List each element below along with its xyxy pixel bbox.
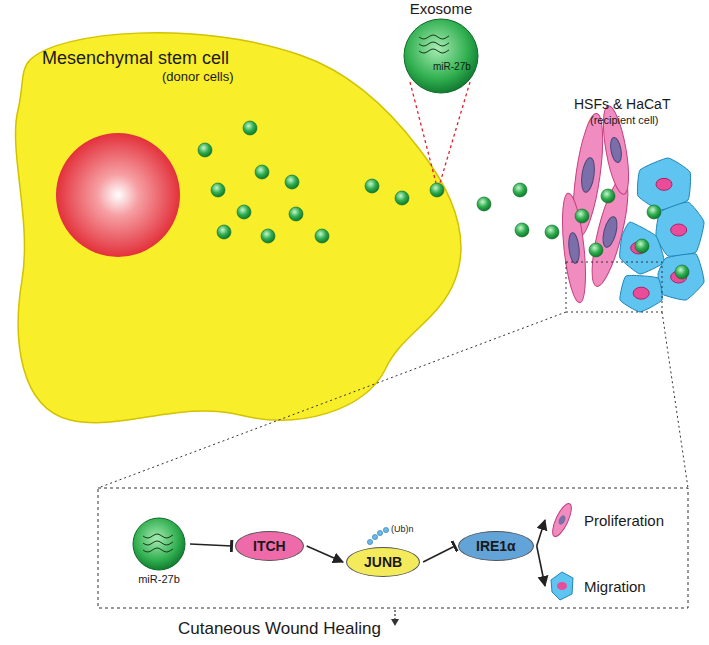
exosome-dot [430, 183, 444, 197]
exosome-dot [395, 191, 409, 205]
node-text: miR-27b [128, 573, 190, 585]
exosome-dot [513, 183, 527, 197]
keratinocyte-cell [637, 158, 690, 210]
node-text: Exosome [395, 0, 487, 17]
exosome-dot [545, 225, 559, 239]
outcome-label: Cutaneous Wound Healing [178, 619, 381, 639]
node-text: Proliferation [584, 512, 664, 529]
exosome-dot [589, 243, 603, 257]
node-text: miR-27b [433, 61, 471, 72]
keratinocyte-cell [658, 254, 704, 300]
exosome-dot [285, 175, 299, 189]
exosome-dot [675, 265, 689, 279]
rna-strand [419, 42, 449, 46]
exosome-dot [217, 225, 231, 239]
exosome-dot [198, 143, 212, 157]
zoom-line [410, 82, 436, 183]
protein-ellipse: IRE1α [458, 531, 534, 561]
inset-leader [98, 312, 566, 488]
fibroblast-icon [548, 500, 576, 540]
exosome-dot [261, 229, 275, 243]
exosome: Exosome miR-27b [395, 0, 487, 95]
outcome-item: Migration [548, 566, 646, 606]
keratinocyte-cell [620, 222, 664, 274]
mirna-symbol [131, 516, 187, 572]
exosome-dot [315, 229, 329, 243]
exosome-dot [237, 205, 251, 219]
recipient-cells [558, 104, 704, 312]
outcome-item: Proliferation [548, 500, 664, 540]
keratinocyte-cell [656, 202, 704, 256]
rna-strand [143, 541, 173, 545]
node-text: IRE1α [476, 538, 516, 554]
mechanism-panel [98, 488, 688, 608]
stem-cell-label: Mesenchymal stem cell(donor cells) [42, 48, 234, 84]
exosome-stream [198, 121, 689, 279]
exosome-dot [477, 197, 491, 211]
activation-arrow [537, 546, 545, 586]
rna-strand [419, 35, 449, 39]
rna-strand [143, 548, 173, 552]
node-text: Migration [584, 578, 646, 595]
rna-strand [419, 49, 449, 53]
protein-ellipse: ITCH [235, 531, 304, 561]
exosome-dot [289, 207, 303, 221]
activation-arrow [537, 520, 545, 546]
node-text: JUNB [364, 554, 402, 570]
exosome-dot [635, 239, 649, 253]
cell-label: HSFs & HaCaT [574, 96, 670, 112]
inhibition-connector [423, 546, 455, 562]
cell-label: (recipient cell) [590, 114, 658, 126]
outcome-arrow [394, 610, 395, 620]
exosome-dot [243, 121, 257, 135]
inhibition-connector [190, 544, 232, 546]
stem-cell-nucleus [56, 133, 180, 257]
exosome-dot [515, 223, 529, 237]
activation-arrow [307, 546, 343, 562]
protein-ellipse: JUNB [346, 547, 420, 577]
stem-cell-body [16, 33, 461, 423]
node-text: Mesenchymal stem cell [42, 48, 234, 69]
exosome-dot [575, 209, 589, 223]
fibroblast-cell [558, 192, 589, 303]
inset-leader [662, 312, 688, 488]
ubiquitin-label: (Ub)n [391, 524, 414, 534]
exosome-dot [365, 179, 379, 193]
rna-strand [143, 534, 173, 538]
ubiquitin-chain [367, 527, 388, 544]
exosome-dot [601, 189, 615, 203]
node-text: (donor cells) [162, 69, 234, 84]
node-text: ITCH [253, 538, 286, 554]
mirna-circle: miR-27b [128, 516, 190, 585]
keratinocyte-icon [548, 566, 576, 606]
exosome-dot [647, 205, 661, 219]
inset-marker [566, 262, 662, 312]
keratinocyte-cell [620, 275, 662, 312]
exosome-dot [211, 183, 225, 197]
zoom-line [440, 82, 470, 183]
exosome-dot [255, 165, 269, 179]
outcome-arrowhead [391, 619, 399, 626]
exosome-circle [395, 17, 487, 95]
